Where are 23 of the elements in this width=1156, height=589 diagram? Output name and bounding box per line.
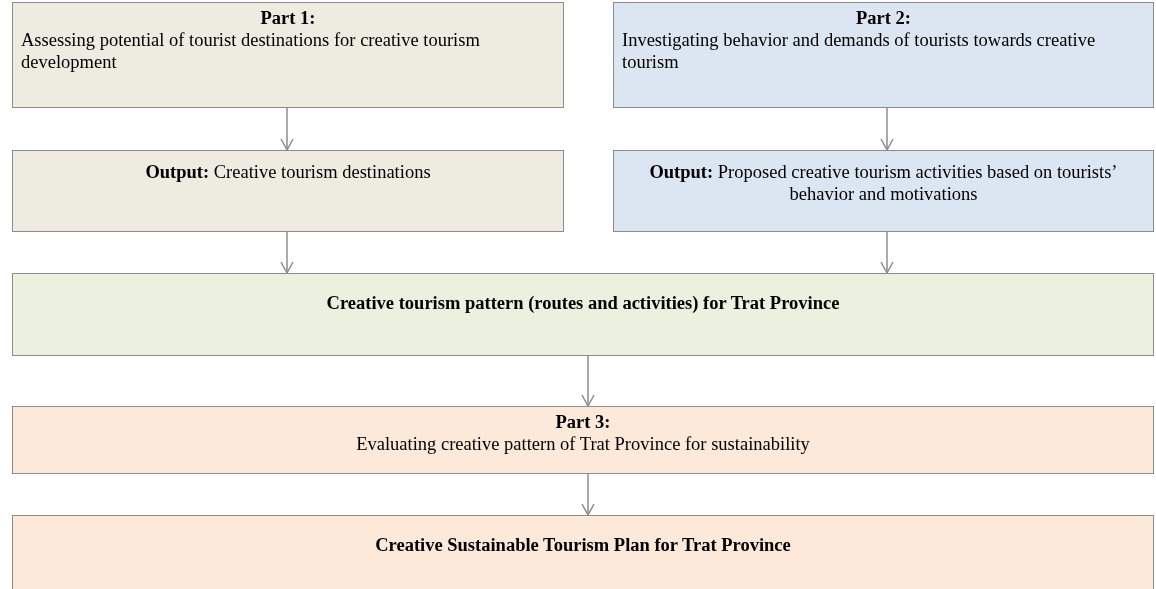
description: Output: Proposed creative tourism activities based on tourists’ behavior and motivations — [648, 161, 1119, 206]
description: Creative Sustainable Tourism Plan for Trat Province — [374, 534, 792, 557]
result-box — [12, 515, 1154, 589]
arrow — [880, 107, 894, 151]
description: Assessing potential of tourist destinations for creative tourism development — [21, 29, 481, 74]
arrow — [880, 231, 894, 274]
heading: Part 2: — [855, 7, 912, 30]
process-box — [613, 2, 1154, 108]
arrow — [280, 231, 294, 274]
output-box — [613, 150, 1154, 232]
process-box — [12, 2, 564, 108]
heading: Part 1: — [259, 7, 317, 30]
result-box — [12, 273, 1154, 356]
heading: Part 3: — [554, 411, 612, 434]
description: Creative tourism pattern (routes and activities) for Trat Province — [325, 292, 841, 315]
arrow — [581, 355, 595, 407]
description: Output: Creative tourism destinations — [144, 161, 432, 184]
arrow — [280, 107, 294, 151]
output-box — [12, 150, 564, 232]
process-box — [12, 406, 1154, 474]
description: Evaluating creative pattern of Trat Province for sustainability — [355, 433, 811, 456]
description: Investigating behavior and demands of tourists towards creative tourism — [622, 29, 1097, 74]
arrow — [581, 473, 595, 516]
